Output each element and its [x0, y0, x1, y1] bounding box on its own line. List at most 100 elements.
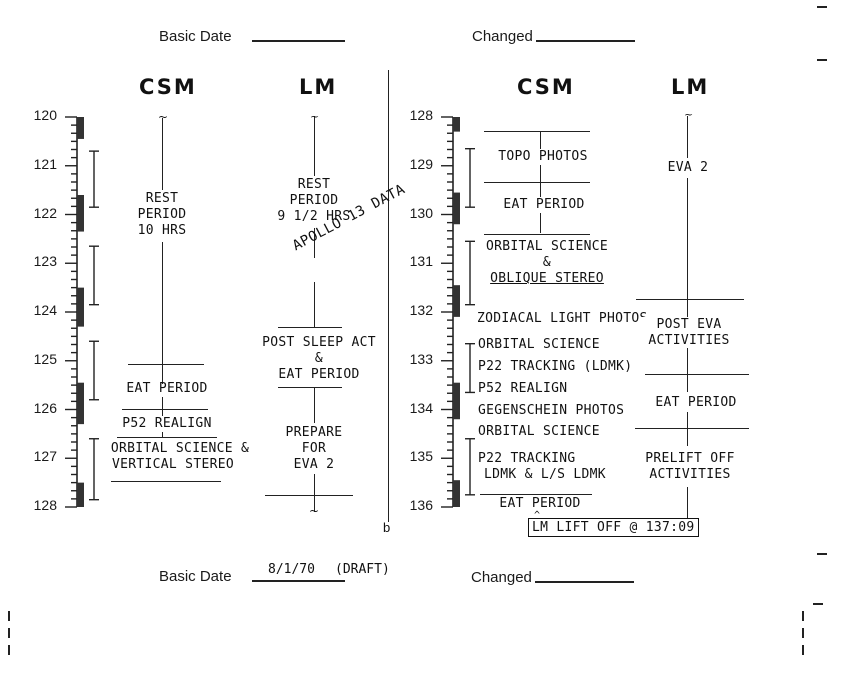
header-basic-date-label: Basic Date: [159, 28, 232, 45]
header-changed-label: Changed: [472, 28, 533, 45]
post-eva-line: ACTIVITIES: [648, 333, 730, 348]
continuation-mark-icon: ~: [684, 108, 694, 121]
footer-basic-date-value: 8/1/70: [268, 562, 315, 577]
edge-mark: [817, 553, 827, 555]
footer-changed-label: Changed: [471, 569, 532, 586]
left-csm-divider: [117, 437, 217, 439]
right-darkness-block: [453, 192, 460, 225]
right-lm-prelift-off: PRELIFT OFF ACTIVITIES: [640, 451, 740, 483]
header-changed-field[interactable]: [536, 40, 635, 42]
left-hour-label: 126: [33, 399, 57, 416]
left-lm-divider: [265, 495, 353, 497]
left-darkness-block: [77, 287, 84, 327]
right-hour-label: 135: [409, 448, 433, 465]
edge-mark: [802, 645, 804, 655]
right-lm-post-eva: POST EVA ACTIVITIES: [640, 317, 738, 349]
lm-liftoff-box: LM LIFT OFF @ 137:09: [528, 518, 699, 537]
left-hour-label: 121: [33, 155, 57, 172]
right-csm-eat-period-2: EAT PERIOD: [499, 496, 581, 511]
left-darkness-block: [77, 382, 84, 425]
right-csm-heading: CSM: [517, 75, 575, 99]
header-basic-date-field[interactable]: [252, 40, 345, 42]
right-lm-divider: [635, 428, 749, 430]
prepare-line: PREPARE: [285, 425, 343, 440]
prelift-line: PRELIFT OFF: [645, 451, 735, 466]
left-csm-orbital-science: ORBITAL SCIENCE & VERTICAL STEREO: [105, 441, 255, 473]
left-csm-rest-period: REST PERIOD 10 HRS: [112, 191, 212, 239]
orbital-line: ORBITAL SCIENCE: [486, 239, 608, 254]
post-sleep-line: POST SLEEP ACT: [262, 335, 376, 350]
rest-line: 9 1/2 HRS: [277, 209, 351, 224]
footer-basic-date-label: Basic Date: [159, 568, 232, 585]
left-hour-label: 120: [33, 107, 57, 123]
right-hour-label: 134: [409, 399, 433, 416]
left-csm-heading: CSM: [139, 75, 197, 99]
left-lm-timeline: [314, 474, 316, 512]
edge-mark: [8, 628, 10, 638]
orbital-line: OBLIQUE STEREO: [490, 271, 604, 286]
right-csm-p22-tracking: P22 TRACKING LDMK & L/S LDMK: [478, 451, 606, 483]
right-lm-divider: [636, 299, 744, 301]
right-hour-label: 131: [409, 253, 433, 270]
orbital-line: VERTICAL STEREO: [112, 457, 234, 472]
left-hour-label: 122: [33, 204, 57, 221]
center-divider: [388, 70, 390, 522]
rest-line: REST: [297, 177, 331, 192]
left-hour-label: 125: [33, 350, 57, 367]
right-lm-timeline: [687, 116, 689, 158]
left-lm-heading: LM: [299, 75, 338, 99]
right-csm-p52-realign: P52 REALIGN: [478, 381, 568, 396]
right-lm-heading: LM: [671, 75, 710, 99]
post-sleep-line: EAT PERIOD: [278, 367, 360, 382]
right-lm-eat-period: EAT PERIOD: [648, 395, 744, 411]
footer-basic-date-field[interactable]: [252, 580, 345, 582]
continuation-mark-icon: ~: [158, 110, 169, 124]
right-hour-label: 136: [409, 497, 433, 513]
right-csm-topo-photos: TOPO PHOTOS: [490, 149, 596, 165]
right-csm-divider: [484, 182, 590, 184]
edge-mark: [802, 628, 804, 638]
right-hour-label: 130: [409, 204, 433, 221]
left-csm-p52-realign: P52 REALIGN: [117, 416, 217, 432]
page-marker: b: [383, 520, 391, 535]
right-darkness-block: [453, 480, 460, 507]
footer-draft-note: (DRAFT): [335, 562, 390, 577]
rest-line: PERIOD: [137, 207, 187, 222]
left-darkness-block: [77, 482, 84, 507]
right-csm-gegenschein: GEGENSCHEIN PHOTOS: [478, 403, 625, 418]
left-lm-divider: [278, 387, 342, 389]
rest-line: PERIOD: [289, 193, 339, 208]
orbital-line: &: [542, 255, 552, 270]
left-csm-timeline: [162, 118, 164, 190]
edge-mark: [802, 611, 804, 621]
right-csm-divider: [484, 234, 590, 236]
prepare-line: EVA 2: [293, 457, 335, 472]
right-csm-orbital-oblique: ORBITAL SCIENCE & OBLIQUE STEREO: [482, 239, 612, 287]
rest-line: 10 HRS: [137, 223, 187, 238]
left-lm-rest-period: REST PERIOD 9 1/2 HRS: [264, 177, 364, 225]
right-hour-label: 133: [409, 350, 433, 367]
left-lm-timeline: [314, 116, 316, 176]
left-csm-eat-period: EAT PERIOD: [126, 381, 208, 396]
prelift-line: ACTIVITIES: [649, 467, 731, 482]
right-csm-orbital-3: ORBITAL SCIENCE: [478, 424, 600, 439]
post-sleep-line: &: [314, 351, 324, 366]
right-csm-divider: [480, 494, 592, 496]
right-csm-divider: [484, 131, 590, 133]
right-lm-timeline: [687, 348, 689, 392]
left-lm-timeline: [314, 282, 316, 328]
right-lm-divider: [645, 374, 749, 376]
orbital-line: ORBITAL SCIENCE &: [110, 441, 250, 456]
left-lm-timeline: [314, 387, 316, 423]
p22-line: LDMK & L/S LDMK: [484, 467, 606, 482]
continuation-mark-icon: ~: [309, 504, 320, 518]
left-hour-label: 127: [33, 448, 57, 465]
right-csm-orbital-2: ORBITAL SCIENCE: [478, 337, 600, 352]
right-lm-timeline: [687, 487, 689, 518]
right-hour-label: 132: [409, 302, 433, 318]
footer-changed-field[interactable]: [535, 581, 634, 583]
right-darkness-block: [453, 117, 460, 132]
edge-mark: [8, 645, 10, 655]
left-lm-timeline: [314, 228, 316, 258]
